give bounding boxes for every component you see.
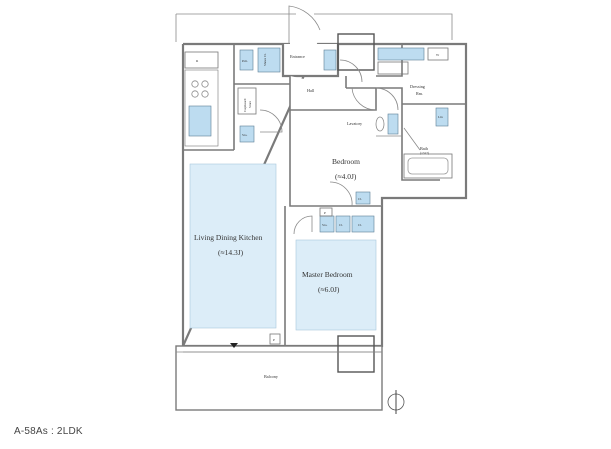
pipe-space <box>319 207 333 217</box>
bedroom-label: Bedroom <box>332 157 360 166</box>
stove-burner-icon <box>201 90 209 98</box>
bath-size-label: (1317) <box>420 151 429 155</box>
ldk-floor <box>189 163 277 329</box>
stove-burner-icon <box>201 80 209 88</box>
entrance-door <box>288 5 321 44</box>
bedroom-closet <box>355 191 371 205</box>
balcony-pipe-shaft <box>337 335 375 373</box>
linen-label: Lin <box>438 115 443 119</box>
balcony-label: Balcony <box>264 374 279 379</box>
bathtub <box>403 153 453 179</box>
bedroom-area-label: (≈4.0J) <box>335 172 357 181</box>
master-closet-2-label: Cl. <box>358 223 362 227</box>
washer-label: W <box>436 53 440 57</box>
hall-door <box>339 59 363 83</box>
lavatory-label: Lavatory <box>347 121 363 126</box>
building-edge-top <box>176 13 453 40</box>
bath-label: Bath <box>420 146 429 151</box>
master-bedroom-label: Master Bedroom <box>302 270 353 279</box>
entrance-pipe-shaft <box>337 33 375 71</box>
pm-closet <box>239 49 254 71</box>
dressing-shelf <box>377 47 425 61</box>
master-storage-label: Sto. <box>322 223 328 227</box>
washer-space <box>427 47 449 61</box>
cupboard-label2: Store <box>248 100 252 108</box>
entrance-label: Entrance <box>290 54 305 59</box>
vanity <box>377 61 409 75</box>
lavatory-door <box>351 87 377 111</box>
refrigerator-space <box>184 51 219 69</box>
shoes-closet-label: Shoes Cl. <box>263 53 267 66</box>
kitchen-storage <box>239 125 255 143</box>
dressing-label-2: Rm. <box>416 91 423 96</box>
toilet-icon <box>375 116 385 132</box>
entrance-marker-icon <box>230 343 238 348</box>
bathtub-inner <box>407 157 449 175</box>
shoes-closet <box>257 47 281 73</box>
balcony-pipe <box>269 333 281 345</box>
refrigerator-label: R <box>196 59 199 63</box>
pm-label: P.m. <box>242 59 248 63</box>
door-arc <box>259 109 283 133</box>
master-closet-1 <box>335 215 351 233</box>
master-floor <box>295 239 377 331</box>
master-closet-2 <box>351 215 375 233</box>
balcony-pipe-label: P <box>273 338 275 342</box>
stove-burner-icon <box>191 80 199 88</box>
cupboard-label: Cupboard <box>243 98 247 112</box>
kitchen-storage-label: Sto. <box>242 133 248 137</box>
kitchen-sink <box>188 105 212 137</box>
cupboard <box>237 87 257 115</box>
dressing-door <box>375 87 399 111</box>
bedroom-door <box>329 181 353 207</box>
stove-burner-icon <box>191 90 199 98</box>
ldk-label: Living Dining Kitchen <box>194 233 263 242</box>
bath-door <box>403 127 421 151</box>
pipe-space-label: P <box>324 211 326 215</box>
linen-closet <box>435 107 449 127</box>
plan-caption: A-58As : 2LDK <box>14 426 83 437</box>
hall-label: Hall <box>307 88 315 93</box>
bedroom-closet-label: Cl. <box>358 197 362 201</box>
master-closet-1-label: Cl. <box>339 223 343 227</box>
ldk-area-label: (≈14.3J) <box>218 248 244 257</box>
master-area-label: (≈6.0J) <box>318 285 340 294</box>
lavatory-sink <box>387 113 399 135</box>
balcony-outline <box>175 345 383 411</box>
entrance-closet <box>323 49 337 71</box>
dressing-label: Dressing <box>410 84 426 89</box>
master-door <box>293 215 313 235</box>
